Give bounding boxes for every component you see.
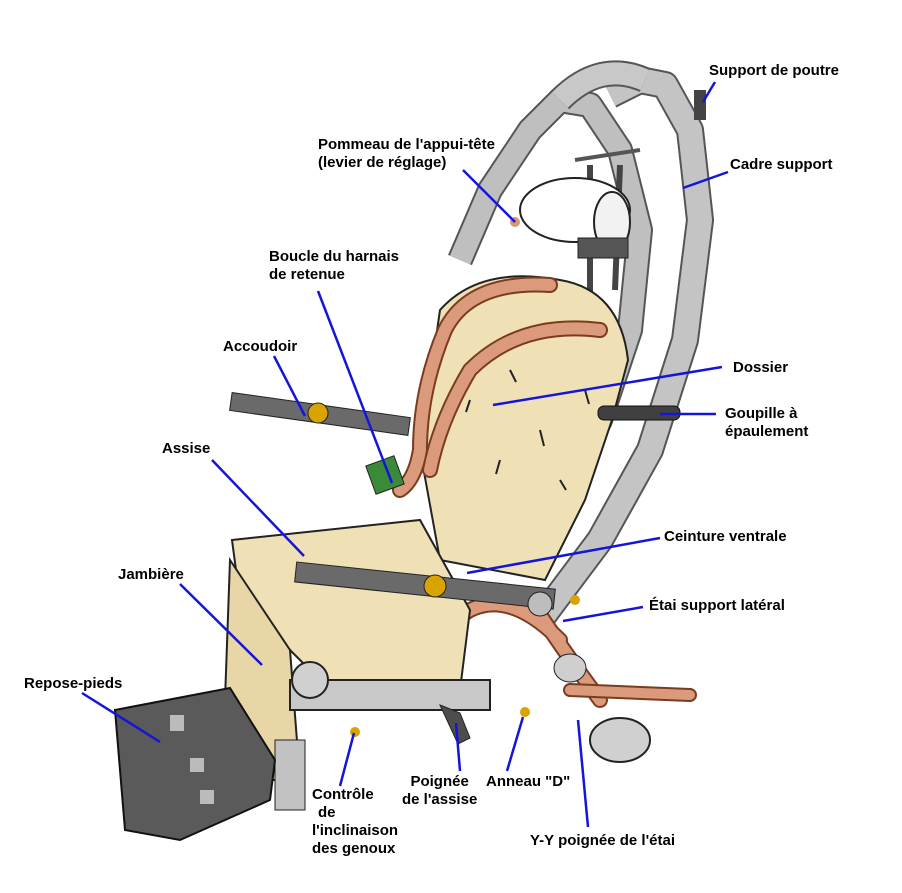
leader-ceinture	[466, 536, 661, 575]
label-repose-pieds: Repose-pieds	[24, 675, 123, 692]
leader-yy	[576, 719, 590, 828]
label-assise: Assise	[162, 440, 211, 457]
leader-dossier	[492, 365, 723, 407]
leader-etai	[562, 605, 644, 623]
seat-base	[274, 661, 530, 811]
label-anneau: Anneau "D"	[486, 773, 571, 790]
leader-poignee	[454, 722, 462, 772]
label-accoudoir: Accoudoir	[223, 338, 298, 355]
leader-jambiere	[179, 583, 263, 666]
footrest-slots	[170, 715, 214, 804]
label-support-poutre: Support de poutre	[709, 62, 839, 79]
leader-cadre-support	[682, 170, 729, 190]
label-dossier: Dossier	[733, 359, 789, 376]
leader-controle	[338, 732, 356, 787]
armrests	[229, 391, 580, 617]
label-jambiere: Jambière	[118, 566, 184, 583]
label-pommeau: Pommeau de l'appui-tête(levier de réglag…	[318, 136, 495, 171]
label-cadre-support: Cadre support	[730, 156, 833, 173]
leader-anneau	[505, 716, 525, 772]
leader-accoudoir	[272, 355, 307, 417]
harness-buckle	[365, 455, 405, 495]
headrest	[510, 148, 641, 300]
leader-support-poutre	[701, 81, 717, 103]
backrest-texture	[465, 369, 590, 491]
leader-repose-pieds	[81, 691, 161, 744]
beam-support-bracket	[694, 90, 706, 120]
strut-handle	[553, 653, 697, 763]
label-etai: Étai support latéral	[649, 597, 785, 614]
label-ceinture: Ceinture ventrale	[664, 528, 787, 545]
leader-boucle	[316, 290, 394, 484]
leader-pommeau	[462, 169, 516, 223]
label-yy: Y-Y poignée de l'étai	[530, 832, 675, 849]
leader-assise	[211, 459, 305, 557]
backrest-cushion	[418, 275, 630, 582]
